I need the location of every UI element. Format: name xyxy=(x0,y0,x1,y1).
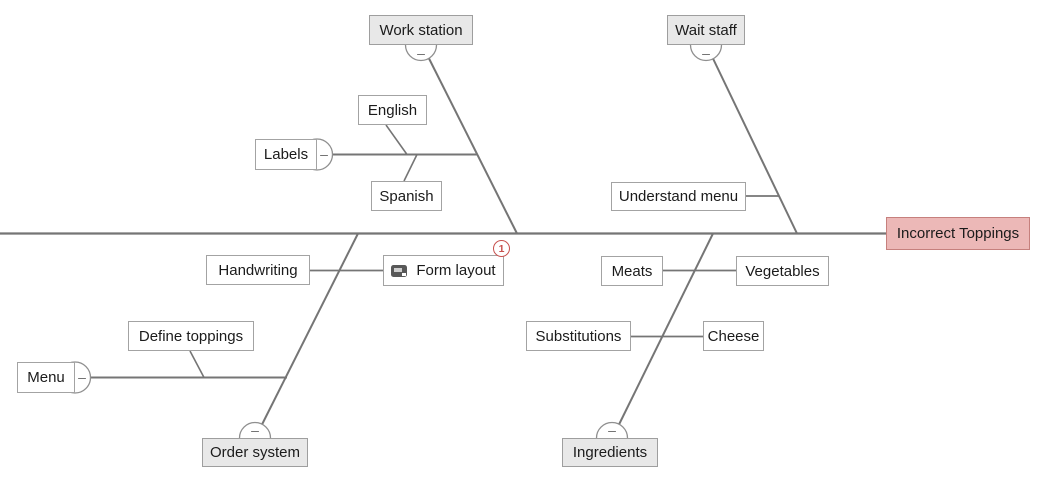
cause-label: Cheese xyxy=(707,327,760,345)
effect-node-incorrect-toppings[interactable]: Incorrect Toppings xyxy=(886,217,1030,250)
category-node-order-system[interactable]: Order system xyxy=(202,438,308,467)
ingredients-bone-line xyxy=(618,233,714,425)
cause-node-vegetables[interactable]: Vegetables xyxy=(736,256,829,286)
cause-node-understand-menu[interactable]: Understand menu xyxy=(611,182,746,211)
comment-icon xyxy=(391,264,408,277)
cause-node-cheese[interactable]: Cheese xyxy=(703,321,764,351)
collapse-minus-work-station[interactable]: – xyxy=(417,45,425,61)
cause-node-handwriting[interactable]: Handwriting xyxy=(206,255,310,285)
cause-node-labels[interactable]: Labels xyxy=(255,139,317,170)
cause-label: Meats xyxy=(611,262,653,280)
spanish-connector-line xyxy=(403,154,418,182)
category-label: Work station xyxy=(379,21,463,39)
collapse-minus-ingredients[interactable]: – xyxy=(608,422,616,438)
cause-node-form-layout[interactable]: Form layout xyxy=(383,255,504,286)
cause-node-define-toppings[interactable]: Define toppings xyxy=(128,321,254,351)
collapse-minus-order-system[interactable]: – xyxy=(251,422,259,438)
cause-node-meats[interactable]: Meats xyxy=(601,256,663,286)
cause-label: Understand menu xyxy=(618,188,739,205)
cause-label: Spanish xyxy=(379,187,434,205)
cause-label: Define toppings xyxy=(138,327,244,345)
cause-label: Substitutions xyxy=(535,327,622,345)
collapse-minus-labels[interactable]: – xyxy=(320,146,328,162)
comment-count: 1 xyxy=(498,242,505,255)
define-toppings-connector-line xyxy=(189,350,205,378)
cause-label: English xyxy=(367,101,418,119)
cause-label: Labels xyxy=(263,146,309,163)
cause-label: Menu xyxy=(27,369,65,386)
category-label: Wait staff xyxy=(675,21,737,39)
effect-label: Incorrect Toppings xyxy=(896,225,1020,242)
cause-label: Form layout xyxy=(416,262,496,279)
wait-staff-bone-line xyxy=(712,58,798,234)
category-node-work-station[interactable]: Work station xyxy=(369,15,473,45)
work-station-bone-line xyxy=(428,58,518,234)
cause-label: Handwriting xyxy=(218,261,298,279)
cause-node-substitutions[interactable]: Substitutions xyxy=(526,321,631,351)
english-connector-line xyxy=(385,124,408,155)
cause-label: Vegetables xyxy=(745,262,820,280)
collapse-minus-menu[interactable]: – xyxy=(78,369,86,385)
cause-node-menu[interactable]: Menu xyxy=(17,362,75,393)
order-system-bone-line xyxy=(261,233,359,425)
category-label: Order system xyxy=(209,444,300,461)
collapse-minus-wait-staff[interactable]: – xyxy=(702,45,710,61)
category-node-ingredients[interactable]: Ingredients xyxy=(562,438,658,467)
category-label: Ingredients xyxy=(572,444,648,461)
category-node-wait-staff[interactable]: Wait staff xyxy=(667,15,745,45)
cause-node-english[interactable]: English xyxy=(358,95,427,125)
comment-count-badge[interactable]: 1 xyxy=(493,240,510,257)
cause-node-spanish[interactable]: Spanish xyxy=(371,181,442,211)
